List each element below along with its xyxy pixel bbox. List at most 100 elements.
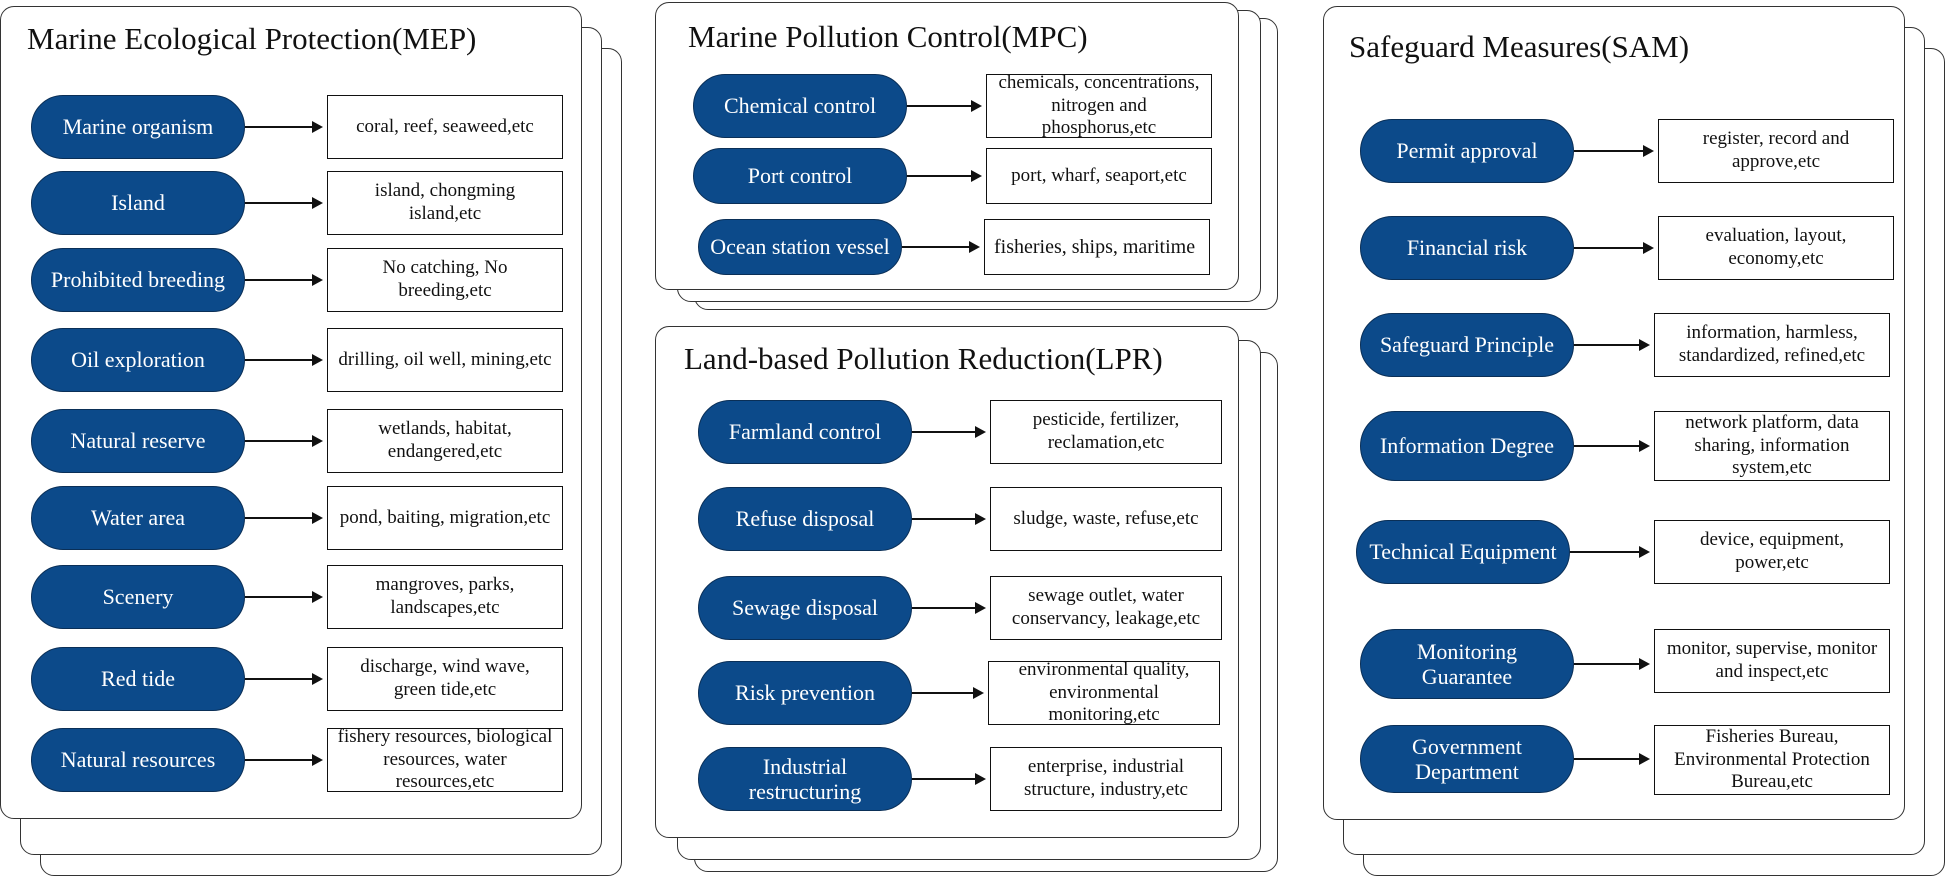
lpr-row: Industrial restructuring enterprise, ind…: [656, 747, 1238, 811]
sam-row: Permit approval register, record and app…: [1324, 119, 1904, 183]
arrow: [1574, 339, 1650, 351]
node-natural-resources[interactable]: Natural resources: [31, 728, 245, 792]
arrow: [1570, 546, 1650, 558]
items-box: sludge, waste, refuse,etc: [990, 487, 1222, 551]
node-safeguard-principle[interactable]: Safeguard Principle: [1360, 313, 1574, 377]
node-refuse-disposal[interactable]: Refuse disposal: [698, 487, 912, 551]
mpc-title: Marine Pollution Control(MPC): [688, 19, 1088, 54]
items-box: device, equipment, power,etc: [1654, 520, 1890, 584]
items-box: sewage outlet, water conservancy, leakag…: [990, 576, 1222, 640]
arrow: [912, 426, 986, 438]
lpr-row: Sewage disposal sewage outlet, water con…: [656, 576, 1238, 640]
arrow: [902, 241, 980, 253]
mpc-row: Chemical control chemicals, concentratio…: [656, 71, 1238, 139]
items-box: wetlands, habitat, endangered,etc: [327, 409, 563, 473]
node-risk-prevention[interactable]: Risk prevention: [698, 661, 912, 725]
mep-row: Oil exploration drilling, oil well, mini…: [1, 328, 581, 392]
arrow: [1574, 242, 1654, 254]
mep-row: Scenery mangroves, parks, landscapes,etc: [1, 565, 581, 629]
items-box: register, record and approve,etc: [1658, 119, 1894, 183]
node-natural-reserve[interactable]: Natural reserve: [31, 409, 245, 473]
arrow: [245, 121, 323, 133]
node-technical-equipment[interactable]: Technical Equipment: [1356, 520, 1570, 584]
mpc-row: Port control port, wharf, seaport,etc: [656, 148, 1238, 204]
items-box: fishery resources, biological resources,…: [327, 726, 563, 792]
sam-row: Information Degree network platform, dat…: [1324, 411, 1904, 481]
items-text: register, record and approve,etc: [1702, 128, 1850, 172]
node-oil-exploration[interactable]: Oil exploration: [31, 328, 245, 392]
node-sewage-disposal[interactable]: Sewage disposal: [698, 576, 912, 640]
arrow: [1574, 753, 1650, 765]
items-text: mangroves, parks, landscapes,etc: [375, 574, 515, 618]
arrow: [907, 170, 982, 182]
arrow: [1574, 440, 1650, 452]
sam-row: Safeguard Principle information, harmles…: [1324, 313, 1904, 377]
node-red-tide[interactable]: Red tide: [31, 647, 245, 711]
arrow: [1574, 658, 1650, 670]
arrow: [245, 274, 323, 286]
items-text: chemicals, concentrations, nitrogen and …: [998, 71, 1200, 139]
items-text: network platform, data sharing, informat…: [1685, 411, 1859, 479]
mep-row: Prohibited breeding No catching, No bree…: [1, 248, 581, 312]
items-text: wetlands, habitat, endangered,etc: [378, 418, 512, 462]
lpr-row: Farmland control pesticide, fertilizer, …: [656, 400, 1238, 464]
items-text: Fisheries Bureau, Environmental Protecti…: [1674, 725, 1870, 793]
items-text: drilling, oil well, mining,etc: [338, 348, 552, 370]
sam-row: Monitoring Guarantee monitor, supervise,…: [1324, 629, 1904, 699]
node-farmland-control[interactable]: Farmland control: [698, 400, 912, 464]
arrow: [245, 673, 323, 685]
node-financial-risk[interactable]: Financial risk: [1360, 216, 1574, 280]
node-government-department[interactable]: Government Department: [1360, 725, 1574, 793]
mep-panel: Marine Ecological Protection(MEP) Marine…: [0, 6, 582, 819]
items-box: drilling, oil well, mining,etc: [327, 328, 563, 392]
arrow: [245, 754, 323, 766]
mep-row: Natural reserve wetlands, habitat, endan…: [1, 409, 581, 473]
node-industrial-restructuring[interactable]: Industrial restructuring: [698, 747, 912, 811]
node-ocean-station-vessel[interactable]: Ocean station vessel: [698, 219, 902, 275]
mpc-panel: Marine Pollution Control(MPC) Chemical c…: [655, 2, 1239, 290]
items-box: mangroves, parks, landscapes,etc: [327, 565, 563, 629]
mep-row: Natural resources fishery resources, bio…: [1, 726, 581, 792]
node-permit-approval[interactable]: Permit approval: [1360, 119, 1574, 183]
items-text: information, harmless, standardized, ref…: [1678, 322, 1866, 366]
sam-row: Financial risk evaluation, layout, econo…: [1324, 216, 1904, 280]
mep-row: Water area pond, baiting, migration,etc: [1, 486, 581, 550]
sam-row: Government Department Fisheries Bureau, …: [1324, 725, 1904, 795]
items-text: island, chongming island,etc: [374, 180, 516, 224]
items-text: monitor, supervise, monitor and inspect,…: [1666, 638, 1878, 682]
items-box: discharge, wind wave, green tide,etc: [327, 647, 563, 711]
items-box: No catching, No breeding,etc: [327, 248, 563, 312]
node-prohibited-breeding[interactable]: Prohibited breeding: [31, 248, 245, 312]
items-box: island, chongming island,etc: [327, 171, 563, 235]
items-box: enterprise, industrial structure, indust…: [990, 747, 1222, 811]
items-text: discharge, wind wave, green tide,etc: [360, 656, 530, 700]
items-box: network platform, data sharing, informat…: [1654, 411, 1890, 481]
node-information-degree[interactable]: Information Degree: [1360, 411, 1574, 481]
sam-row: Technical Equipment device, equipment, p…: [1324, 520, 1904, 584]
mep-row: Red tide discharge, wind wave, green tid…: [1, 647, 581, 711]
node-scenery[interactable]: Scenery: [31, 565, 245, 629]
arrow: [245, 354, 323, 366]
items-box: Fisheries Bureau, Environmental Protecti…: [1654, 725, 1890, 795]
mep-row: Island island, chongming island,etc: [1, 171, 581, 235]
node-island[interactable]: Island: [31, 171, 245, 235]
items-box: pond, baiting, migration,etc: [327, 486, 563, 550]
mpc-row: Ocean station vessel fisheries, ships, m…: [656, 219, 1238, 275]
items-box: information, harmless, standardized, ref…: [1654, 313, 1890, 377]
node-monitoring-guarantee[interactable]: Monitoring Guarantee: [1360, 629, 1574, 699]
arrow: [912, 513, 986, 525]
node-port-control[interactable]: Port control: [693, 148, 907, 204]
arrow: [245, 197, 323, 209]
items-text: sewage outlet, water conservancy, leakag…: [1011, 585, 1201, 629]
items-box: monitor, supervise, monitor and inspect,…: [1654, 629, 1890, 693]
items-box: environmental quality, environmental mon…: [988, 659, 1220, 725]
node-chemical-control[interactable]: Chemical control: [693, 74, 907, 138]
arrow: [912, 773, 986, 785]
node-marine-organism[interactable]: Marine organism: [31, 95, 245, 159]
arrow: [912, 602, 986, 614]
items-text: enterprise, industrial structure, indust…: [1024, 756, 1188, 800]
items-box: evaluation, layout, economy,etc: [1658, 216, 1894, 280]
items-text: pesticide, fertilizer, reclamation,etc: [1032, 409, 1180, 453]
items-box: coral, reef, seaweed,etc: [327, 95, 563, 159]
node-water-area[interactable]: Water area: [31, 486, 245, 550]
